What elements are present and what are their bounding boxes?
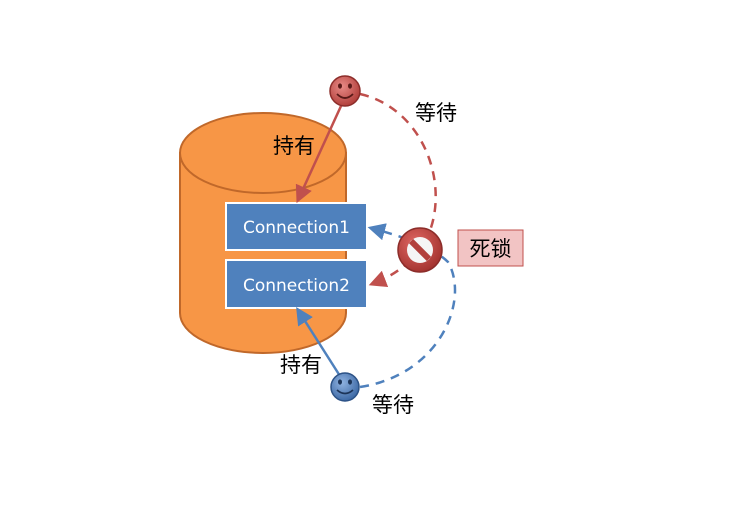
deadlock-label: 死锁 [470,237,512,261]
connection2-label: Connection2 [243,276,350,296]
no-entry-icon [397,227,443,273]
hold-label-bottom: 持有 [280,353,322,377]
connection1-box: Connection1 [225,202,368,251]
hold-arrow-red [295,105,343,204]
hold-label-top: 持有 [273,134,315,158]
connection1-label: Connection1 [243,218,350,238]
wait-label-top: 等待 [415,101,457,125]
wait-label-bottom: 等待 [372,393,414,417]
connection2-box: Connection2 [225,259,368,309]
hold-arrow-blue [296,307,342,377]
smiley-face-icon [330,372,360,402]
deadlock-badge: 死锁 [457,229,524,267]
smiley-face-icon [329,75,361,107]
wait-arc-red [359,92,437,288]
